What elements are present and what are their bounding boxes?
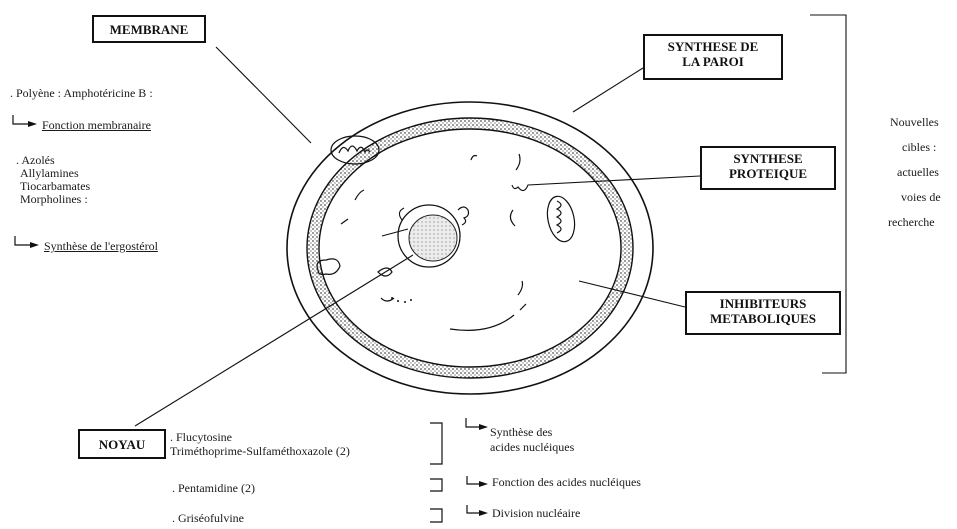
bracket-fluco (430, 423, 442, 464)
noyau-label: NOYAU (99, 437, 145, 452)
inhibiteurs-box: INHIBITEURS METABOLIQUES (685, 291, 841, 335)
pentamidine-text: . Pentamidine (2) (172, 482, 255, 495)
leader-inhibiteurs (579, 281, 685, 307)
membrane-label: MEMBRANE (110, 22, 189, 37)
division-nucleaire-text: Division nucléaire (492, 507, 580, 520)
nucleolus (409, 215, 457, 261)
synthese-ergosterol-text: Synthèse de l'ergostérol (44, 240, 158, 253)
leader-paroi (573, 68, 643, 112)
trimethoprime-text: Triméthoprime-Sulfaméthoxazole (2) (170, 445, 350, 458)
cibles-text: cibles : (902, 141, 936, 154)
synthese-acides-1-text: Synthèse des (490, 426, 552, 439)
paroi-label-2: LA PAROI (649, 54, 777, 69)
dotted-vesicle (391, 297, 412, 303)
fonction-membranaire-text: Fonction membranaire (42, 119, 151, 132)
paroi-box: SYNTHESE DE LA PAROI (643, 34, 783, 80)
inhibiteurs-label-1: INHIBITEURS (691, 296, 835, 311)
morpholines-text: Morpholines : (20, 193, 88, 206)
proteique-box: SYNTHESE PROTEIQUE (700, 146, 836, 190)
cell (287, 102, 653, 394)
polyene-text: . Polyène : Amphotéricine B : (10, 87, 153, 100)
membrane-box: MEMBRANE (92, 15, 206, 43)
bracket-griseo (430, 509, 442, 522)
hook-arrows (13, 115, 484, 522)
mitochondrion-right (544, 194, 579, 244)
proteique-label-2: PROTEIQUE (706, 166, 830, 181)
griseofulvine-text: . Griséofulvine (172, 512, 244, 525)
synthese-acides-2-text: acides nucléiques (490, 441, 574, 454)
nouvelles-text: Nouvelles (890, 116, 939, 129)
leader-membrane (216, 47, 311, 143)
actuelles-text: actuelles (897, 166, 939, 179)
bracket-pentamidine (430, 479, 442, 491)
fonction-acides-text: Fonction des acides nucléiques (492, 476, 641, 489)
cell-outer-membrane (287, 102, 653, 394)
cell-wall (307, 118, 633, 378)
voies-de-text: voies de (901, 191, 941, 204)
noyau-box: NOYAU (78, 429, 166, 459)
flucytosine-text: . Flucytosine (170, 431, 232, 444)
leader-nucleus-inner (382, 229, 408, 236)
inhibiteurs-label-2: METABOLIQUES (691, 311, 835, 326)
recherche-text: recherche (888, 216, 935, 229)
proteique-label-1: SYNTHESE (706, 151, 830, 166)
nucleus-tail (458, 207, 469, 225)
paroi-label-1: SYNTHESE DE (649, 39, 777, 54)
